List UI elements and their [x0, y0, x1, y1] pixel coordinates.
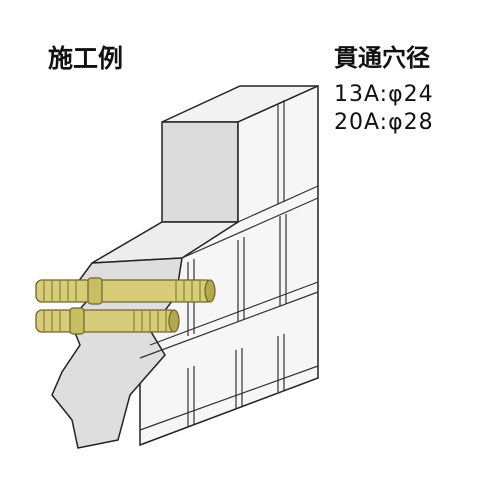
pipe-lower	[35, 307, 180, 335]
spec-line-13a: 13A:φ24	[334, 82, 434, 107]
spec-line-20a: 20A:φ28	[334, 110, 434, 135]
diagram-title: 施工例	[48, 44, 124, 73]
pipe-upper	[35, 277, 216, 305]
upper-block-end-face	[161, 121, 239, 223]
hole-diameter-heading: 貫通穴径	[334, 44, 430, 72]
tile-grid	[139, 100, 319, 431]
